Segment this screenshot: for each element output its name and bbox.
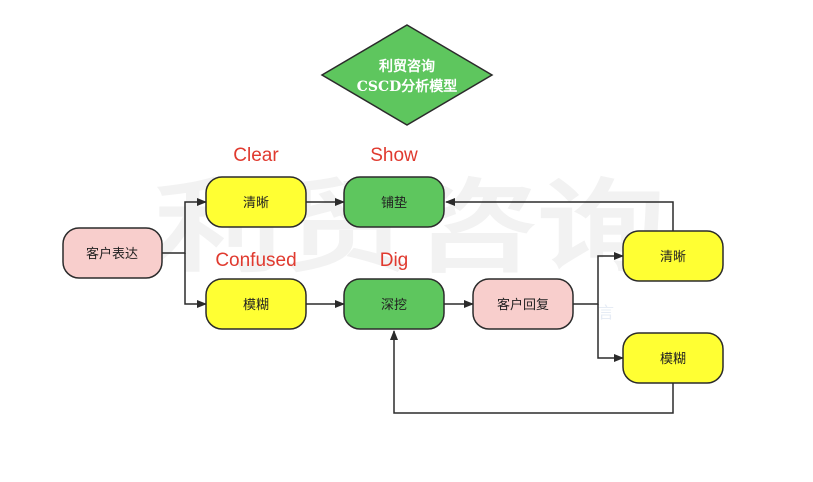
node-dig-deep-label: 深挖 xyxy=(381,298,407,313)
edge-reply-to-confused xyxy=(597,304,624,362)
edge-right-clear-to-pave xyxy=(445,198,674,231)
label-dig: Dig xyxy=(380,250,409,271)
edge-expression-to-clear xyxy=(162,198,207,254)
title-diamond: 利贸咨询 CSCD分析模型 xyxy=(320,24,494,126)
node-confused-right-label: 模糊 xyxy=(660,351,686,367)
watermark-small: 言 xyxy=(598,303,614,322)
node-clear-left: 清晰 xyxy=(205,176,307,228)
node-customer-expression-label: 客户表达 xyxy=(86,246,138,262)
edge-reply-to-clear xyxy=(573,252,624,305)
title-line-1: 利贸咨询 xyxy=(379,58,435,75)
node-pave-label: 铺垫 xyxy=(381,195,407,211)
title-line-2: CSCD分析模型 xyxy=(357,78,458,95)
label-show: Show xyxy=(370,145,418,166)
node-clear-right: 清晰 xyxy=(622,230,724,282)
node-customer-reply-label: 客户回复 xyxy=(497,297,549,313)
node-pave: 铺垫 xyxy=(343,176,445,228)
node-confused-right: 模糊 xyxy=(622,332,724,384)
label-clear: Clear xyxy=(233,145,279,166)
node-customer-reply: 客户回复 xyxy=(472,278,574,330)
label-confused: Confused xyxy=(215,250,296,271)
edge-right-confused-to-dig xyxy=(390,330,674,414)
node-confused-left-label: 模糊 xyxy=(243,297,269,313)
node-confused-left: 模糊 xyxy=(205,278,307,330)
connectors xyxy=(162,198,674,414)
edge-expression-to-confused xyxy=(184,253,207,308)
node-clear-right-label: 清晰 xyxy=(660,250,686,265)
node-customer-expression: 客户表达 xyxy=(62,227,163,279)
node-clear-left-label: 清晰 xyxy=(243,196,269,211)
node-dig-deep: 深挖 xyxy=(343,278,445,330)
